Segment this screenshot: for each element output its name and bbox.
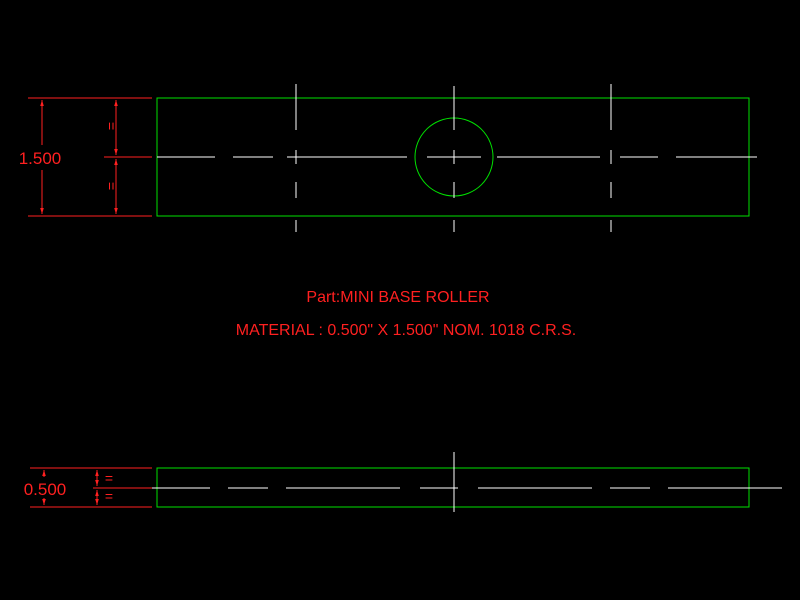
top-view: 1.500 = =	[19, 84, 757, 232]
side-view-dimensions	[30, 467, 152, 508]
material-label: MATERIAL : 0.500" X 1.500" NOM. 1018 C.R…	[236, 322, 576, 339]
top-equal-mark-upper: =	[103, 122, 119, 130]
top-equal-mark-lower: =	[103, 182, 119, 190]
side-equal-mark-lower: =	[105, 488, 113, 504]
part-label: Part:MINI BASE ROLLER	[306, 289, 489, 306]
side-height-dimension-text: 0.500	[24, 480, 67, 499]
side-view: 0.500 = =	[24, 452, 782, 512]
side-equal-mark-upper: =	[105, 470, 113, 486]
top-view-dimensions	[28, 97, 152, 217]
top-height-dimension-text: 1.500	[19, 149, 62, 168]
